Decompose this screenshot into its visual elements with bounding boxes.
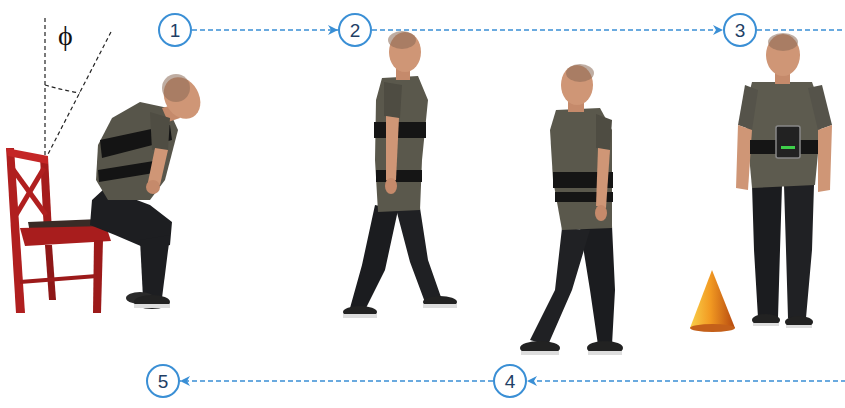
pants [752,185,782,318]
hair [566,64,594,82]
shoe-sole [343,314,377,318]
flow-arrow [527,30,845,381]
shoe [343,306,377,318]
pants [350,205,398,310]
shoe [423,296,457,308]
head [389,32,421,72]
pants [395,205,442,305]
head [766,34,800,76]
shirt [375,76,428,212]
shoe [587,341,623,355]
chair-cross [16,168,44,215]
shoe-sole [521,351,559,355]
cone [690,270,735,332]
step-circle-outline [724,14,756,46]
angle-label: ϕ [58,22,73,50]
step-number: 3 [735,21,746,40]
shirt [550,108,612,230]
pants [530,228,590,345]
chair-stretcher [20,276,97,282]
head [561,65,593,105]
chair-leg [45,245,56,300]
sleeve [596,114,612,150]
person-returning [520,64,623,355]
hand [595,205,607,221]
belt [376,170,422,182]
flow-arrow [372,29,723,31]
phone-light [781,146,795,149]
shoe [520,341,560,355]
step-circle-outline [494,365,526,397]
step-node: 3 [723,13,757,47]
hair [768,33,798,51]
hair [388,31,416,49]
person-standing [736,33,832,328]
hair [162,74,190,102]
sleeve [384,82,402,118]
step-circle-outline [147,365,179,397]
chair-cross [12,168,46,215]
arm [736,125,752,190]
belt [374,122,426,138]
step-node: 1 [158,13,192,47]
shoe-sole [786,325,812,328]
step-node: 5 [146,364,180,398]
shoe-sole [753,323,779,326]
sleeve [738,85,758,130]
person-rising [90,70,208,309]
step-node: 4 [493,364,527,398]
sleeve [808,85,832,130]
cone-base [690,324,735,332]
pants [140,235,170,298]
arm [596,148,610,208]
arm [148,148,168,185]
flow-arrow [180,380,493,382]
step-number: 4 [505,372,516,391]
shoe-sole [134,304,170,308]
angle-arc [45,85,80,93]
chair-rail [6,148,48,164]
shoe-sole [423,304,457,308]
shirt [96,102,178,200]
arm [386,116,399,180]
chair [6,148,111,313]
step-circle-outline [339,14,371,46]
step-number: 1 [170,21,181,40]
shoe [785,316,813,328]
person-walking [343,31,457,318]
pants [784,185,814,318]
arm [818,125,832,192]
phone [776,126,800,158]
cone-body [690,270,735,328]
sleeve [150,112,170,150]
step-number: 2 [350,21,361,40]
step-circle-outline [159,14,191,46]
shoe [134,295,170,309]
flow-arrow [192,29,338,31]
fist [146,180,160,194]
step-node: 2 [338,13,372,47]
shoe-sole [588,351,622,355]
step-number: 5 [158,372,169,391]
hand [385,178,397,194]
vertical-guide [44,18,45,160]
shoe [752,314,780,326]
